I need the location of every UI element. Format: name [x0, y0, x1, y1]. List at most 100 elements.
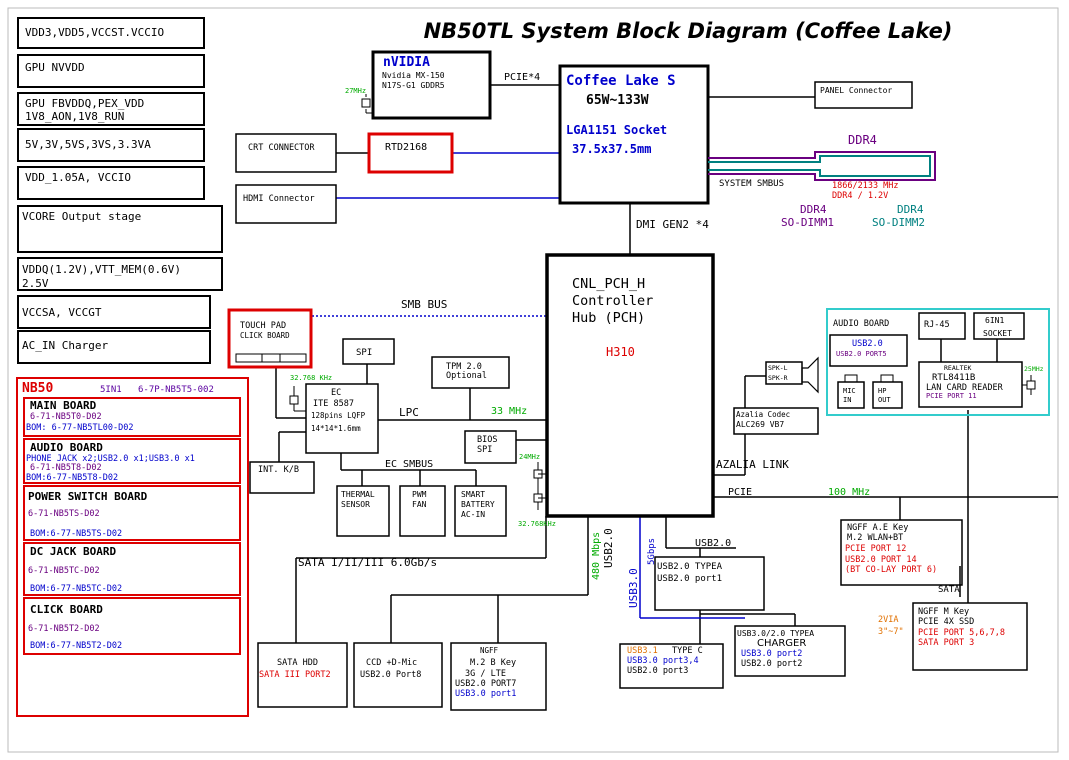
ssd-via-label: 2VIA [878, 615, 898, 625]
dimm2-label: SO-DIMM2 [872, 216, 925, 229]
codec-label: Azalia Codec [736, 410, 790, 419]
dimm1-type: DDR4 [800, 203, 827, 216]
ccd-box [353, 642, 443, 708]
bios-spi-label: SPI [477, 445, 492, 455]
rail-label: VDDQ(1.2V),VTT_MEM(0.6V) [22, 263, 181, 276]
spi-label: SPI [356, 348, 372, 358]
ec-label: EC [331, 388, 341, 398]
board-name: CLICK BOARD [30, 603, 103, 616]
charger-type: USB3.0/2.0 TYPEA [737, 629, 814, 638]
usb3-speed-label: 5Gbps [647, 538, 657, 565]
rj45-label: RJ-45 [924, 320, 950, 330]
ddr4-bus-icon [708, 151, 936, 181]
hp-jack-box [872, 381, 903, 409]
rail-label: VCCSA, VCCGT [22, 306, 102, 319]
fan-box [399, 485, 446, 537]
crt-box [235, 133, 337, 173]
board-pn: 6-71-NB5T8-D02 [30, 463, 102, 473]
rail-label: VCORE Output stage [22, 210, 141, 223]
hdmi-label: HDMI Connector [243, 194, 315, 204]
power-rails: VDD3,VDD5,VCCST.VCCIO GPU NVVDD GPU FBVD… [17, 17, 223, 364]
mic-label: MIC [843, 387, 856, 395]
keyboard-label: INT. K/B [258, 465, 299, 475]
sata-label: SATA [938, 585, 960, 595]
ssd-pcie-port: PCIE PORT 5,6,7,8 [918, 628, 1005, 638]
wlan-box [840, 519, 963, 586]
ec-box [305, 383, 379, 454]
wlan-label: M.2 WLAN+BT [847, 533, 903, 543]
rail-box [17, 92, 205, 126]
hdd-port: SATA III PORT2 [259, 670, 331, 680]
board-pn: 6-71-NB5TC-D02 [28, 566, 100, 576]
clock-32khz-label: 32.768KHz [518, 520, 556, 528]
charger-usb3-port: USB3.0 port2 [741, 649, 802, 659]
gpu-memory: N17S-G1 GDDR5 [382, 81, 445, 90]
board-bom: BOM:6-77-NB5T2-D02 [30, 641, 122, 651]
gpu-pcie-label: PCIE*4 [504, 72, 540, 83]
ec-package: 128pins LQFP [311, 411, 366, 420]
rail-box [17, 295, 211, 329]
charger-usb2-port: USB2.0 port2 [741, 659, 802, 669]
spk-l-label: SPK-L [768, 364, 788, 372]
dmi-label: DMI GEN2 *4 [636, 218, 709, 231]
rail-label: GPU FBVDDQ,PEX_VDD [25, 97, 144, 110]
usb2-bus-label: USB2.0 [602, 528, 615, 568]
tpm-optional: Optional [446, 371, 487, 381]
board-bom: BOM:6-77-NB5TC-D02 [30, 584, 122, 594]
fivein1-pn: 6-7P-NB5T5-002 [138, 385, 214, 395]
wlan-key: NGFF A.E Key [847, 523, 908, 533]
ccd-label: CCD +D-Mic [366, 658, 417, 668]
ddr4-title: DDR4 [848, 133, 877, 147]
ssd-label: PCIE 4X SSD [918, 617, 974, 627]
hp-label: HP [878, 387, 886, 395]
lte-label: 3G / LTE [465, 669, 506, 679]
dimm2-type: DDR4 [897, 203, 924, 216]
ec-clock-label: 32.768 KHz [290, 374, 332, 382]
cpu-size: 37.5x37.5mm [572, 142, 651, 156]
typec-box [619, 643, 724, 689]
crt-label: CRT CONNECTOR [248, 143, 315, 153]
board-pn: 6-71-NB5TS-D02 [28, 509, 100, 519]
connection-lines [275, 84, 1058, 644]
cpu-socket: LGA1151 Socket [566, 123, 667, 137]
nb50-board-list: NB50 5IN1 6-7P-NB5T5-002 MAIN BOARD 6-71… [16, 377, 249, 717]
typec-usb31: USB3.1 [627, 646, 658, 656]
ssd-key: NGFF M Key [918, 607, 969, 617]
touchpad-box [227, 308, 313, 369]
pch-line2: Controller [572, 293, 653, 309]
crystal-icon [533, 462, 547, 510]
board-bom: BOM:6-77-NB5TS-D02 [30, 529, 122, 539]
hp-jack-icon [880, 374, 894, 383]
rail-box [17, 257, 223, 291]
lte-key: M.2 B Key [470, 658, 516, 668]
gpu-clock-label: 27MHz [345, 87, 366, 95]
board-name: MAIN BOARD [30, 399, 97, 412]
pch-model: H310 [606, 345, 635, 359]
usb-port5-box [829, 334, 908, 367]
usb-typea-port: USB2.0 port1 [657, 574, 722, 584]
crystal-icon [1022, 375, 1036, 395]
rail-label: 1V8_AON,1V8_RUN [25, 110, 124, 123]
sixin1-socket: SOCKET [983, 329, 1012, 338]
gpu-box [371, 50, 492, 120]
crystal-icon [289, 386, 306, 412]
lte-ngff-label: NGFF [480, 646, 499, 655]
lan-chip: RTL8411B [932, 373, 975, 383]
rj45-box [918, 312, 966, 340]
mic-in-label: IN [843, 396, 851, 404]
board-name: AUDIO BOARD [30, 441, 103, 454]
rail-label: VDD3,VDD5,VCCST.VCCIO [25, 26, 164, 39]
lpc-frequency: 33 MHz [491, 406, 527, 417]
ec-size: 14*14*1.6mm [311, 424, 361, 433]
typec-usb2-port: USB2.0 port3 [627, 666, 688, 676]
tpm-label: TPM 2.0 [446, 362, 482, 372]
lte-box [450, 642, 547, 711]
board-name: POWER SWITCH BOARD [28, 490, 148, 503]
smb-bus-label: SMB BUS [401, 298, 447, 311]
board-bom: BOM:6-77-NB5T8-D02 [26, 473, 118, 483]
lan-clock-label: 25MHz [1024, 365, 1044, 373]
speaker-icon [801, 356, 819, 394]
pch-box [545, 253, 715, 518]
ssd-sata-port: SATA PORT 3 [918, 638, 974, 648]
cpu-box [558, 64, 710, 205]
